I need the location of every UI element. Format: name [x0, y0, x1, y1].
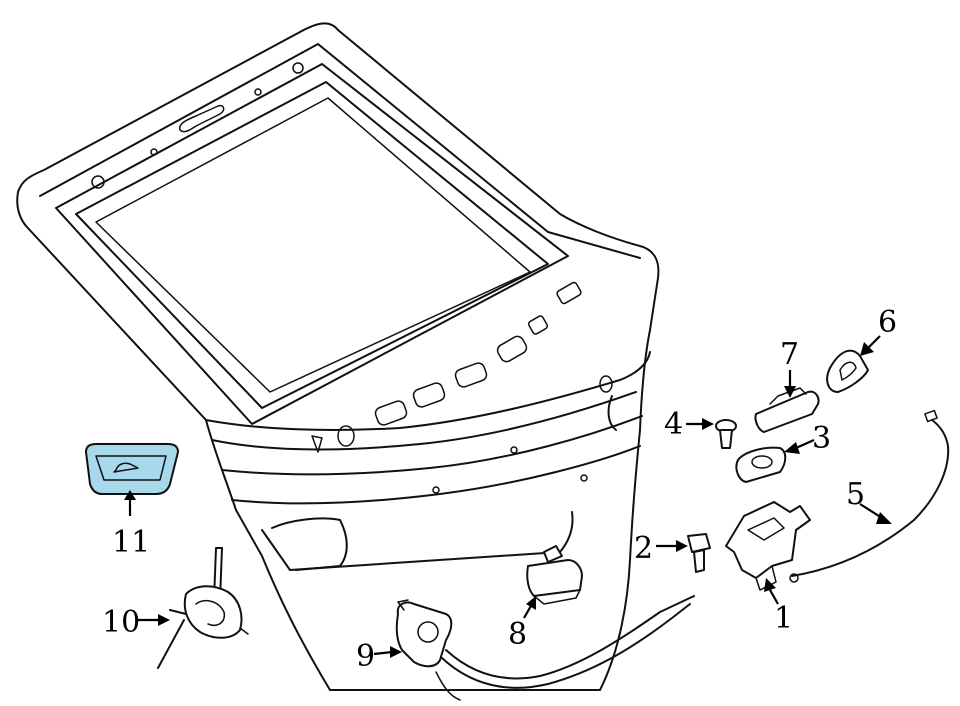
- part-7-light[interactable]: [754, 387, 820, 433]
- callout-arrows: [124, 335, 892, 658]
- callout-7: 7: [780, 337, 799, 372]
- callout-labels: 11 10 9 8 2 4 7 6 3 5 1: [102, 305, 897, 674]
- part-11-switch[interactable]: [84, 443, 180, 495]
- part-6-grommet[interactable]: [826, 349, 869, 393]
- part-8-camera[interactable]: [526, 545, 583, 605]
- part-10-latch[interactable]: [157, 547, 249, 669]
- callout-11: 11: [112, 525, 150, 560]
- part-9-motor[interactable]: [395, 595, 695, 701]
- liftgate-panel: [16, 22, 660, 691]
- callout-5: 5: [846, 477, 865, 512]
- callout-2: 2: [634, 531, 653, 566]
- part-4-screw[interactable]: [715, 419, 737, 449]
- part-3-gasket[interactable]: [735, 446, 787, 483]
- callout-8: 8: [508, 617, 527, 652]
- callout-3: 3: [812, 421, 831, 456]
- callout-10: 10: [102, 605, 140, 640]
- callout-1: 1: [774, 601, 793, 636]
- part-2-bolt[interactable]: [687, 533, 711, 573]
- part-5-cable[interactable]: [789, 409, 950, 583]
- callout-9: 9: [356, 639, 375, 674]
- callout-4: 4: [664, 407, 683, 442]
- part-1-latch[interactable]: [725, 501, 811, 591]
- callout-6: 6: [878, 305, 897, 340]
